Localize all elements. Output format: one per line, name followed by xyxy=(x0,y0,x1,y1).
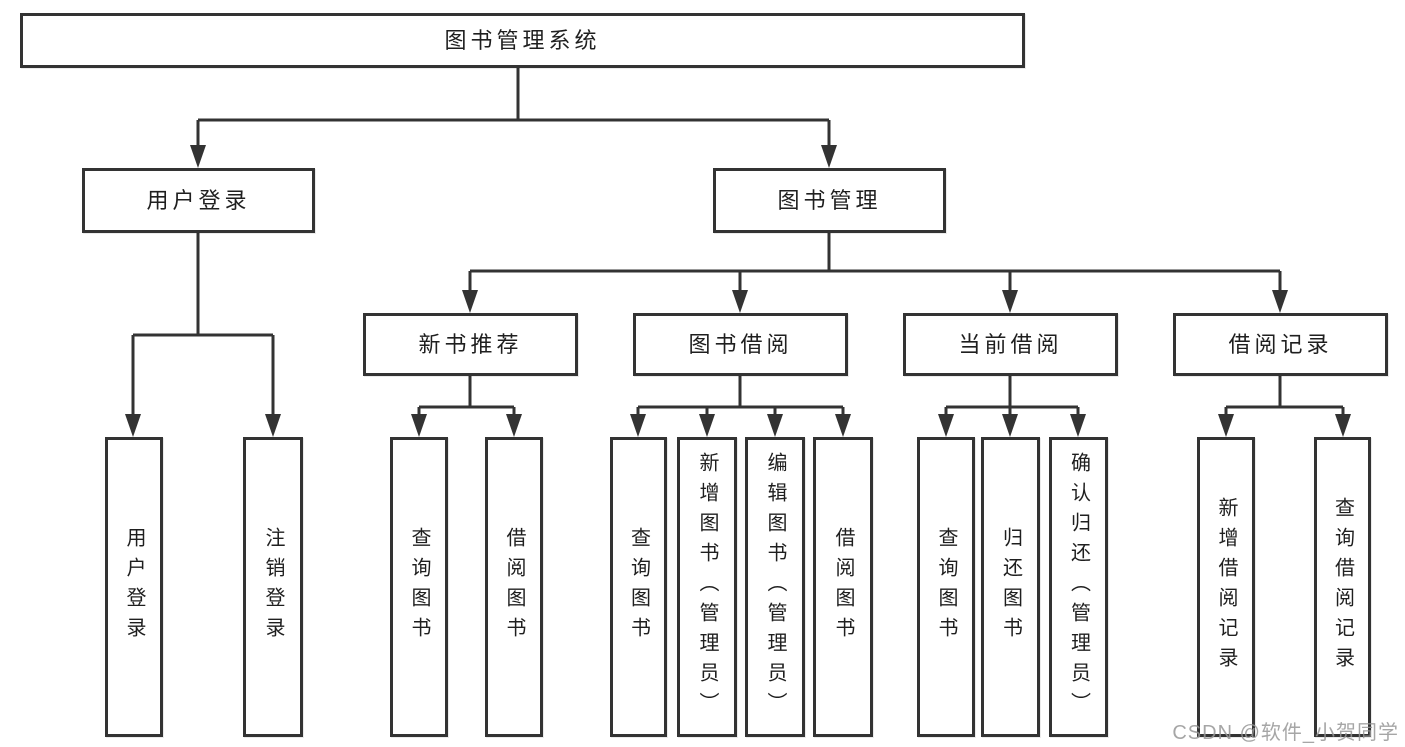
node-book-management: 图书管理 xyxy=(713,168,946,233)
leaf-return-books: 归还图书 xyxy=(981,437,1040,737)
leaf-query-books-current: 查询图书 xyxy=(917,437,975,737)
leaf-add-borrow-record: 新增借阅记录 xyxy=(1197,437,1255,737)
arrowhead-icon xyxy=(767,414,783,437)
arrowhead-icon xyxy=(1218,414,1234,437)
arrowhead-icon xyxy=(1272,290,1288,313)
arrowhead-icon xyxy=(938,414,954,437)
leaf-user-login: 用户登录 xyxy=(105,437,163,737)
arrowhead-icon xyxy=(462,290,478,313)
arrowhead-icon xyxy=(1070,414,1086,437)
connector-path xyxy=(131,68,1345,417)
node-current-borrowing: 当前借阅 xyxy=(903,313,1118,376)
arrowhead-icon xyxy=(699,414,715,437)
leaf-logout: 注销登录 xyxy=(243,437,303,737)
arrowhead-icon xyxy=(265,414,281,437)
leaf-borrow-books-recommend: 借阅图书 xyxy=(485,437,543,737)
arrowhead-icon xyxy=(1002,290,1018,313)
arrowhead-icon xyxy=(411,414,427,437)
arrowhead-icon xyxy=(1002,414,1018,437)
arrowhead-icon xyxy=(1335,414,1351,437)
leaf-confirm-return-admin: 确认归还（管理员） xyxy=(1049,437,1108,737)
leaf-add-books-admin: 新增图书（管理员） xyxy=(677,437,737,737)
leaf-edit-books-admin: 编辑图书（管理员） xyxy=(745,437,805,737)
node-library-management-system: 图书管理系统 xyxy=(20,13,1025,68)
arrowhead-icon xyxy=(506,414,522,437)
arrowhead-icon xyxy=(125,414,141,437)
node-borrowing-records: 借阅记录 xyxy=(1173,313,1388,376)
leaf-query-borrow-record: 查询借阅记录 xyxy=(1314,437,1371,737)
csdn-watermark: CSDN @软件_小贺同学 xyxy=(1172,722,1399,744)
arrowhead-icon xyxy=(732,290,748,313)
arrowhead-icon xyxy=(630,414,646,437)
arrowhead-icon xyxy=(190,145,206,168)
leaf-query-books-recommend: 查询图书 xyxy=(390,437,448,737)
arrowhead-icon xyxy=(821,145,837,168)
arrowheads xyxy=(125,145,1351,437)
leaf-borrow-books: 借阅图书 xyxy=(813,437,873,737)
node-user-login: 用户登录 xyxy=(82,168,315,233)
node-new-book-recommendation: 新书推荐 xyxy=(363,313,578,376)
leaf-query-books-borrowing: 查询图书 xyxy=(610,437,667,737)
arrowhead-icon xyxy=(835,414,851,437)
node-book-borrowing: 图书借阅 xyxy=(633,313,848,376)
